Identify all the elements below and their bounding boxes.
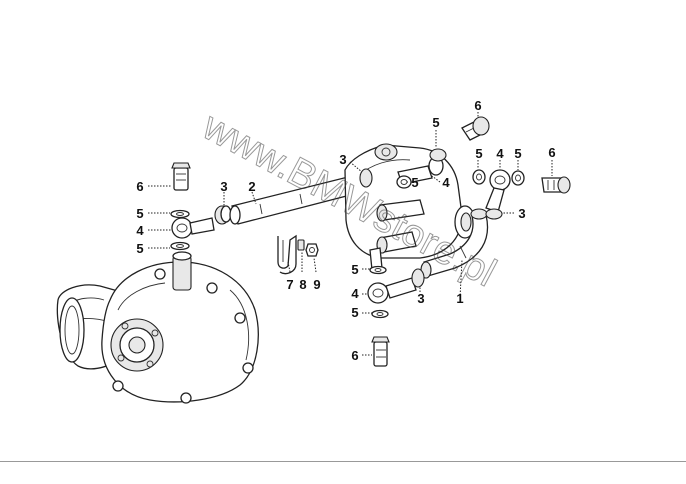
callout-8: 8 [299,277,306,292]
lower-banjo-fitting [367,265,425,367]
callout-4-left: 4 [136,223,144,238]
callout-1: 1 [456,291,463,306]
leader-lines [148,112,553,356]
clip-and-fasteners [277,234,319,275]
callout-3-block: 3 [339,152,346,167]
callout-4-lower: 4 [351,286,359,301]
callout-5-left-upper: 5 [136,206,143,221]
callout-3-lower: 3 [417,291,424,306]
callout-7: 7 [286,277,293,292]
callout-6-left: 6 [136,179,143,194]
callout-9: 9 [313,277,320,292]
callout-5-right-b: 5 [514,146,521,161]
callout-5-lower-lower: 5 [351,305,358,320]
callout-6-top: 6 [474,98,481,113]
right-upper-banjo [461,116,571,220]
callout-5-block-center: 5 [411,175,418,190]
callout-3-left: 3 [220,179,227,194]
thermostat-housing [344,143,476,271]
callout-6-lower: 6 [351,348,358,363]
callout-2: 2 [248,179,255,194]
callout-labels: 1 2 3 3 3 3 4 4 4 4 5 5 5 5 5 5 5 5 6 6 … [136,98,555,363]
callout-5-lower-upper: 5 [351,262,358,277]
water-pump-housing [56,251,259,404]
callout-5-left-lower: 5 [136,241,143,256]
callout-5-block-top: 5 [432,115,439,130]
callout-5-right-a: 5 [475,146,482,161]
callout-3-right: 3 [518,206,525,221]
callout-4-right: 4 [496,146,504,161]
callout-6-right: 6 [548,145,555,160]
left-banjo-fitting [170,162,232,251]
bottom-rule [0,461,686,462]
callout-4-block: 4 [442,175,450,190]
